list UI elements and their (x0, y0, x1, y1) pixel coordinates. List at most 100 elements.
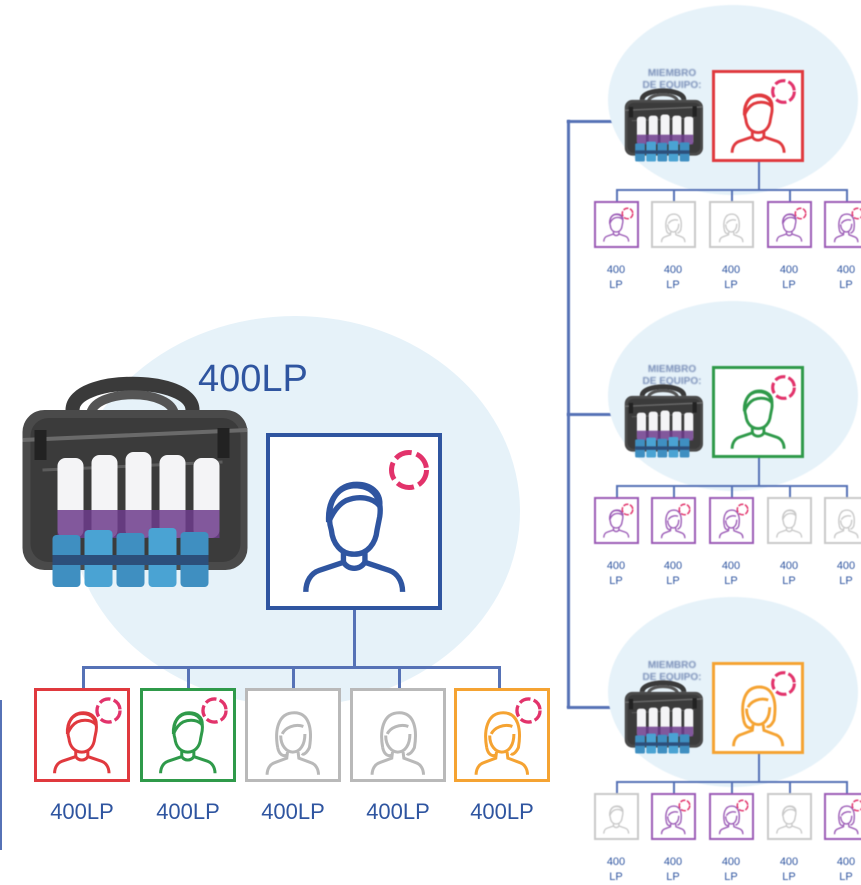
member-points-value: 400 (836, 264, 856, 276)
connector-line (353, 610, 356, 668)
status-ring-icon (92, 694, 125, 727)
connector-line (82, 666, 501, 669)
member-card-small[interactable] (767, 497, 812, 544)
member-points-unit: LP (609, 575, 623, 587)
male-avatar-icon (772, 798, 806, 838)
male-avatar-icon (772, 502, 806, 542)
member-card-small[interactable] (824, 201, 861, 248)
female-avatar-icon (255, 698, 331, 779)
member-points-unit: LP (666, 871, 680, 883)
member-points-unit: LP (782, 871, 796, 883)
connector-line (187, 666, 190, 688)
member-card-head[interactable] (712, 366, 804, 458)
status-ring-icon (850, 206, 861, 221)
member-points-unit: LP (724, 871, 738, 883)
member-card-small[interactable] (594, 497, 639, 544)
member-points-unit: LP (609, 871, 623, 883)
member-points-value: 400 (836, 560, 856, 572)
member-points-label: 400LP (261, 799, 325, 824)
member-points-unit: LP (782, 279, 796, 291)
member-points-value: 400 (779, 856, 799, 868)
member-card-small[interactable] (709, 793, 754, 840)
member-card-small[interactable] (594, 201, 639, 248)
member-points-label: 400LP (470, 799, 534, 824)
connector-line (846, 189, 848, 201)
member-points-value: 400 (721, 856, 741, 868)
member-card[interactable] (140, 688, 236, 782)
status-ring-icon (735, 798, 750, 813)
member-points-label: 400LP (366, 799, 430, 824)
connector-line (731, 485, 733, 497)
status-ring-icon (512, 694, 545, 727)
member-card[interactable] (454, 688, 550, 782)
member-points-label: 400LP (50, 799, 114, 824)
branch-connector-line (567, 120, 622, 123)
member-card-small[interactable] (767, 201, 812, 248)
male-avatar-icon (599, 798, 633, 838)
main-points-label: 400LP (198, 358, 308, 400)
branch-connector-line (567, 706, 622, 709)
member-card[interactable] (245, 688, 341, 782)
member-card-small[interactable] (651, 793, 696, 840)
connector-line (758, 162, 760, 190)
member-points-unit: LP (724, 279, 738, 291)
member-card-small[interactable] (651, 497, 696, 544)
product-bag-image (618, 86, 708, 166)
member-card-small[interactable] (767, 793, 812, 840)
connector-line (616, 485, 618, 497)
connector-line (398, 666, 401, 688)
team-member-text: MIEMBRO DE EQUIPO: (642, 660, 702, 683)
connector-line (673, 189, 675, 201)
member-points-value: 400 (606, 264, 626, 276)
status-ring-icon (793, 206, 808, 221)
product-bag-image (618, 382, 708, 462)
connector-line (789, 485, 791, 497)
member-card-small[interactable] (594, 793, 639, 840)
member-card[interactable] (350, 688, 446, 782)
connector-line (292, 666, 295, 688)
connector-line (789, 189, 791, 201)
member-card[interactable] (34, 688, 130, 782)
status-ring-icon (620, 502, 635, 517)
member-points-label: 400LP (156, 799, 220, 824)
product-bag-image (618, 678, 708, 758)
connector-line (616, 781, 618, 793)
member-points-value: 400 (721, 264, 741, 276)
member-card-small[interactable] (709, 201, 754, 248)
female-avatar-icon (829, 502, 861, 542)
member-points-unit: LP (609, 279, 623, 291)
status-ring-icon (620, 206, 635, 221)
female-avatar-icon (360, 698, 436, 779)
status-ring-icon (850, 798, 861, 813)
member-card-small[interactable] (709, 497, 754, 544)
connector-line (758, 458, 760, 486)
member-card-head[interactable] (712, 662, 804, 754)
member-points-value: 400 (663, 856, 683, 868)
member-card-small[interactable] (651, 201, 696, 248)
status-ring-icon (677, 798, 692, 813)
member-card-head[interactable] (712, 70, 804, 162)
member-points-value: 400 (606, 856, 626, 868)
member-card-small[interactable] (824, 793, 861, 840)
member-points-unit: LP (666, 575, 680, 587)
member-card-small[interactable] (824, 497, 861, 544)
main-head-card[interactable] (266, 433, 442, 610)
member-points-unit: LP (724, 575, 738, 587)
connector-line (498, 666, 501, 688)
connector-line (846, 781, 848, 793)
member-points-unit: LP (666, 279, 680, 291)
status-ring-icon (384, 445, 434, 495)
connector-line (731, 781, 733, 793)
connector-line (846, 485, 848, 497)
product-bag-image (10, 370, 255, 600)
status-ring-icon (677, 502, 692, 517)
team-member-text: MIEMBRO DE EQUIPO: (642, 364, 702, 387)
member-points-value: 400 (779, 560, 799, 572)
female-avatar-icon (714, 206, 748, 246)
connector-line (789, 781, 791, 793)
status-ring-icon (768, 668, 799, 699)
connector-line (616, 189, 618, 201)
connector-line (731, 189, 733, 201)
status-ring-icon (735, 502, 750, 517)
female-avatar-icon (656, 206, 690, 246)
